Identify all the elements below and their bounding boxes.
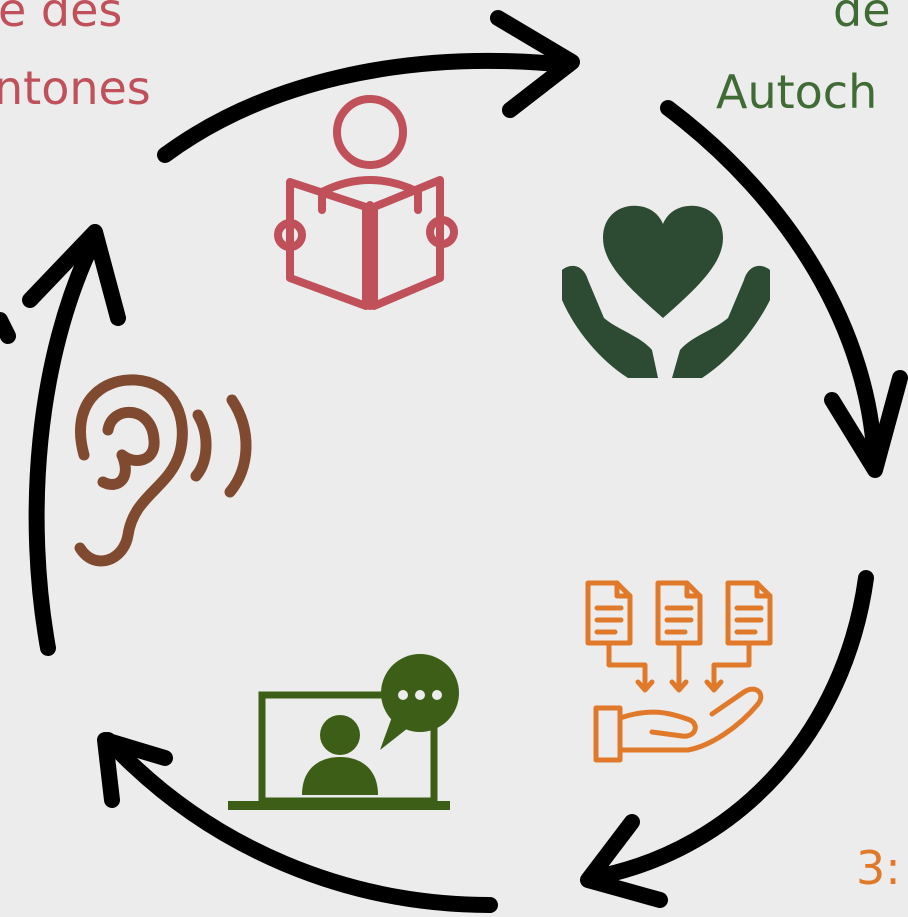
video-chat-icon [228,654,459,810]
label-top-left-line2: ntones [0,61,151,115]
cycle-arrows [0,10,908,913]
arrow-left [22,224,126,656]
arrow-bottom-right [580,570,874,908]
documents-to-hand-icon [585,580,773,763]
heart-hands-icon [562,205,770,378]
label-top-left-line1: e des [0,0,123,37]
arrow-left-fragment [0,312,16,344]
reading-person-icon [274,95,458,310]
label-top-right-line1: de [833,0,891,37]
arrow-right [660,100,908,478]
label-bottom-right: 3: [856,841,901,895]
label-top-right-line2: Autoch [716,65,878,119]
arrow-bottom-left [97,732,498,913]
listening-ear-icon [74,374,252,567]
arrow-top [157,10,580,163]
